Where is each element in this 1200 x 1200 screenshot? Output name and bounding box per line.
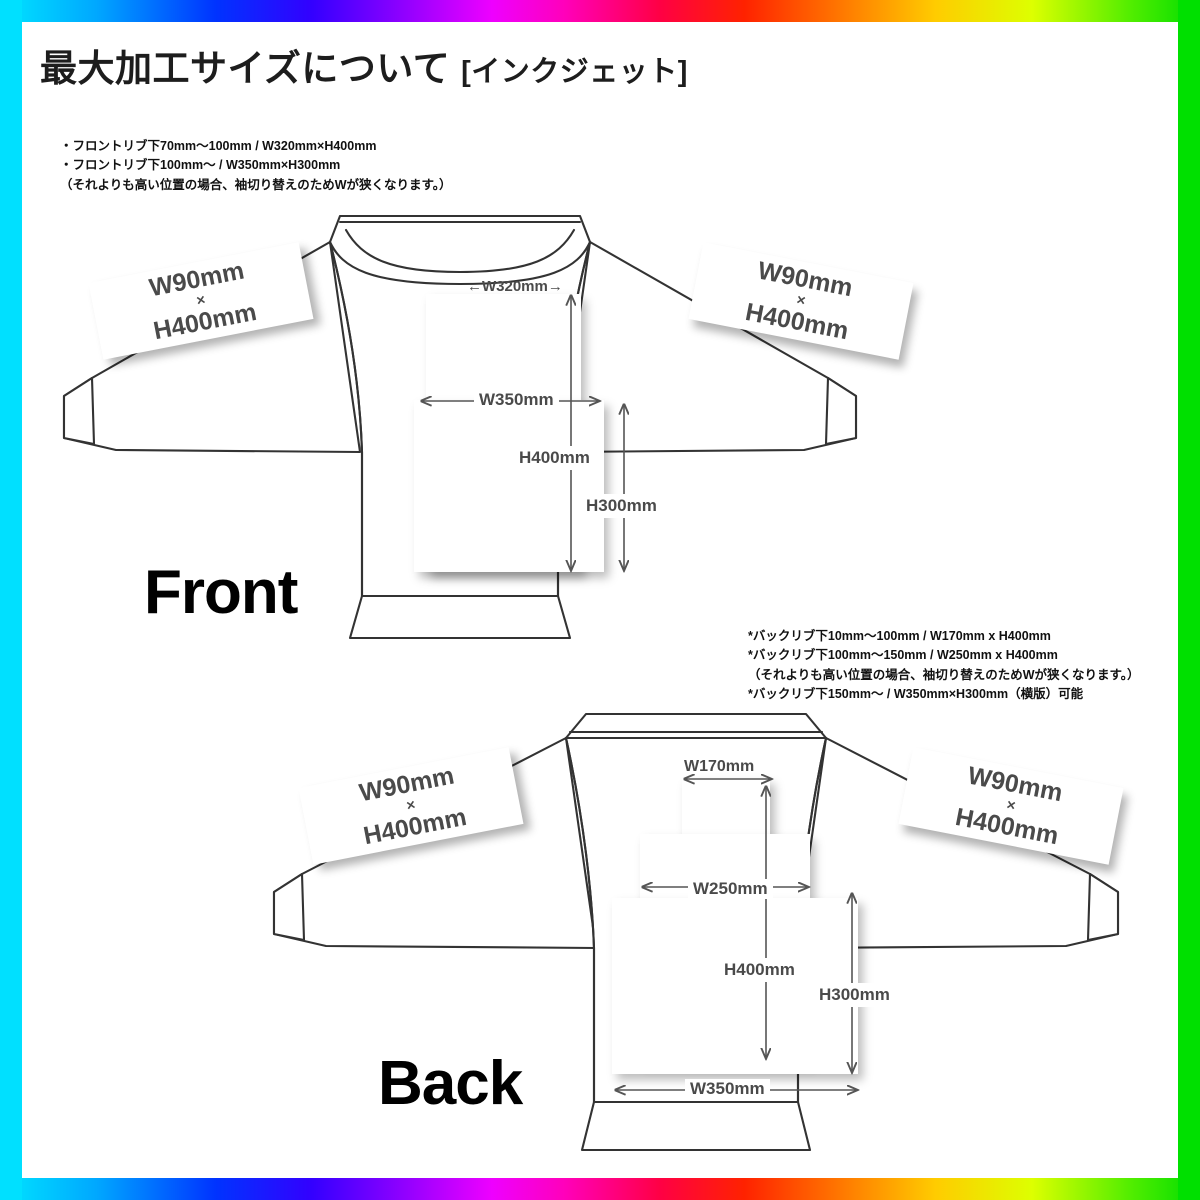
back-print-area-w170 <box>682 778 770 838</box>
back-note-line-4: *バックリブ下150mm〜 / W350mm×H300mm（横版）可能 <box>748 687 1084 702</box>
back-raglan-seam-left <box>564 736 596 1104</box>
page-title-suffix: [インクジェット] <box>461 56 688 88</box>
back-dim-h400: H400mm <box>720 958 799 982</box>
front-raglan-seam-left <box>328 240 364 598</box>
front-left-cuff <box>62 376 96 446</box>
front-print-area-w350 <box>414 400 604 572</box>
front-notes: ・フロントリブ下70mm〜100mm / W320mm×H400mm ・フロント… <box>60 137 452 195</box>
front-bottom-rib <box>348 594 572 640</box>
page-title-main: 最大加工サイズについて <box>40 48 451 89</box>
front-caption: Front <box>144 558 298 627</box>
gradient-border-right <box>1178 0 1200 1200</box>
content-canvas: 最大加工サイズについて [インクジェット] ・フロントリブ下70mm〜100mm… <box>22 22 1178 1178</box>
back-left-cuff <box>272 872 306 942</box>
front-dim-w320: ←W320mm→ <box>467 278 563 295</box>
page-title: 最大加工サイズについて [インクジェット] <box>40 38 688 92</box>
front-note-line-1: ・フロントリブ下70mm〜100mm / W320mm×H400mm <box>60 139 377 153</box>
back-dim-w170: W170mm <box>684 758 755 775</box>
gradient-border-bottom <box>0 1178 1200 1200</box>
front-dim-w350: W350mm <box>474 390 559 410</box>
back-notes: *バックリブ下10mm〜100mm / W170mm x H400mm *バック… <box>748 627 1140 705</box>
front-collar-outer <box>328 214 592 286</box>
gradient-border-top <box>0 0 1200 22</box>
front-dim-h400: H400mm <box>515 446 594 470</box>
back-note-line-2: *バックリブ下100mm〜150mm / W250mm x H400mm <box>748 648 1058 663</box>
front-note-line-2: ・フロントリブ下100mm〜 / W350mm×H300mm <box>60 158 341 173</box>
back-dim-w350: W350mm <box>685 1079 770 1099</box>
front-right-cuff <box>824 376 858 446</box>
front-collar-inner <box>344 228 576 274</box>
back-neckline <box>564 712 828 740</box>
back-right-cuff <box>1086 872 1120 942</box>
back-note-line-3: （それよりも高い位置の場合、袖切り替えのためWが狭くなります。） <box>748 667 1140 682</box>
back-dim-w250: W250mm <box>688 879 773 899</box>
back-note-line-1: *バックリブ下10mm〜100mm / W170mm x H400mm <box>748 629 1051 643</box>
gradient-border-left <box>0 0 22 1200</box>
front-dim-h300: H300mm <box>582 494 661 518</box>
back-bottom-rib <box>580 1100 812 1152</box>
back-caption: Back <box>378 1049 523 1118</box>
front-note-line-3: （それよりも高い位置の場合、袖切り替えのためWが狭くなります。） <box>60 177 452 192</box>
back-dim-h300: H300mm <box>815 983 894 1007</box>
